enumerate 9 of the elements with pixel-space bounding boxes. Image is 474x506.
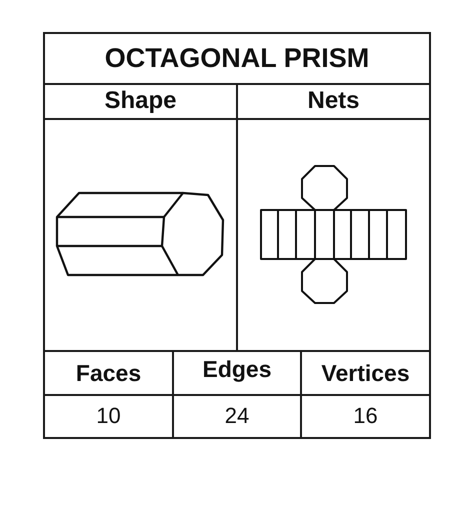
value-text: 10 <box>96 404 121 429</box>
column-header: Nets <box>307 88 360 115</box>
column-header: Edges <box>202 357 272 383</box>
column-header: Shape <box>104 88 177 115</box>
column-header: Faces <box>76 361 142 387</box>
column-header: Vertices <box>321 361 410 387</box>
value-text: 24 <box>224 404 250 429</box>
table-title: OCTAGONAL PRISM <box>104 44 370 74</box>
value-text: 16 <box>353 404 378 429</box>
